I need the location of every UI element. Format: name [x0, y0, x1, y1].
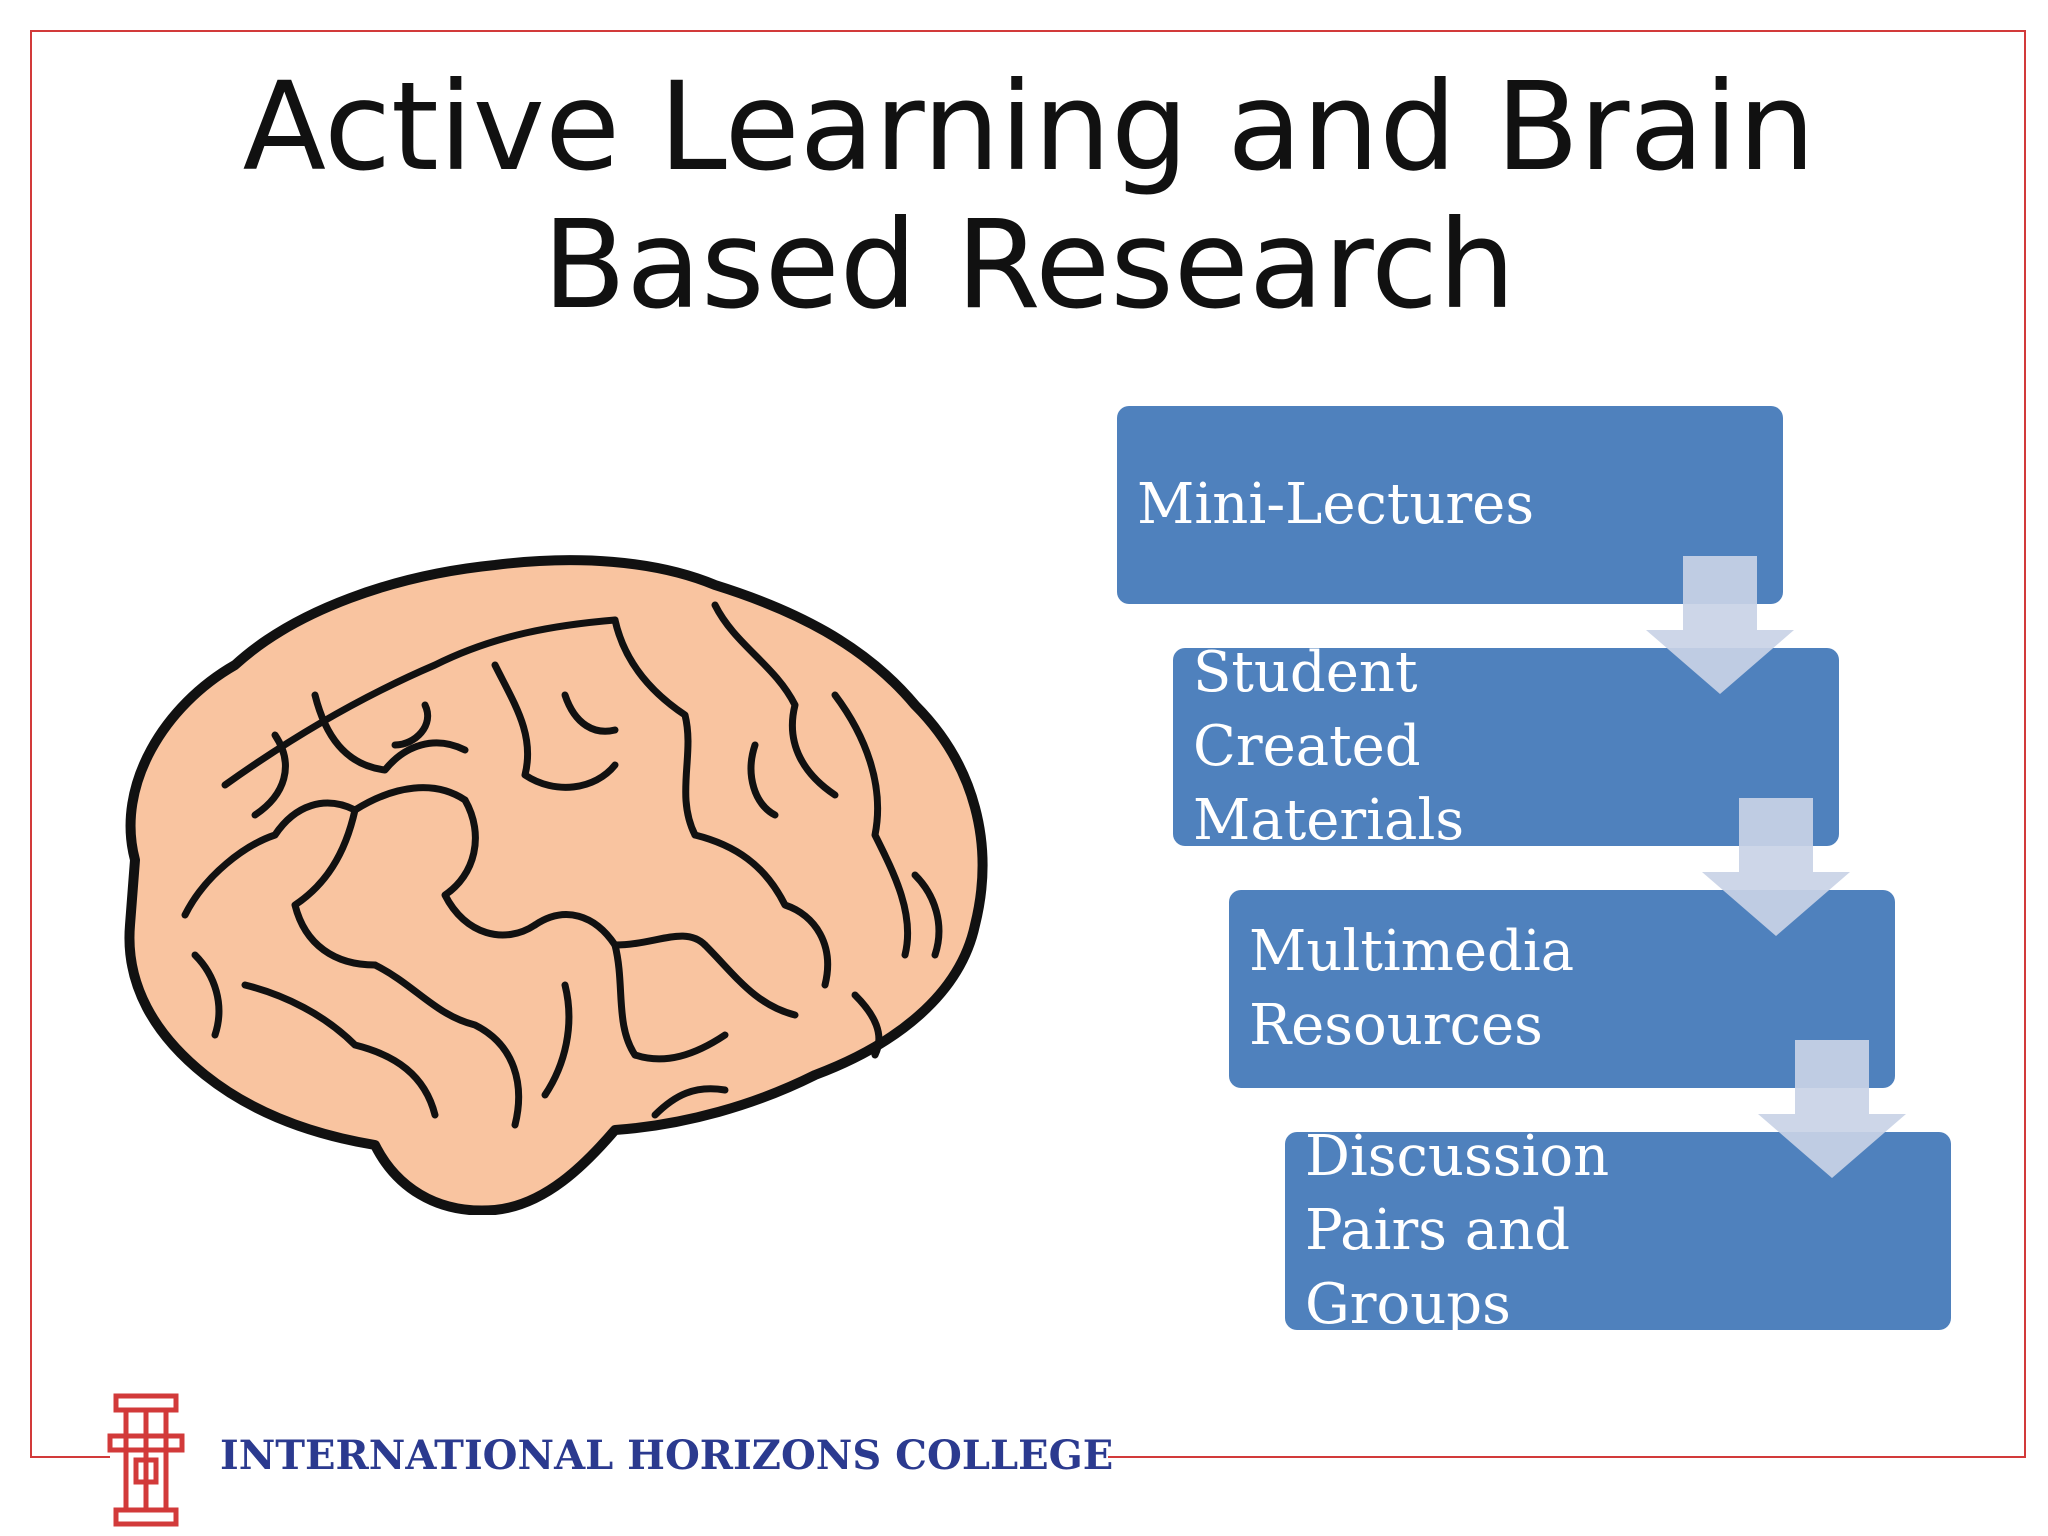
step-label: Discussion Pairs and Groups [1305, 1124, 1610, 1337]
frame-bottom-rule-left [30, 1456, 110, 1458]
step-label: Multimedia Resources [1249, 919, 1575, 1058]
frame-bottom-rule-right [1108, 1456, 2026, 1458]
step-student-created-materials: Student Created Materials [1173, 640, 1839, 853]
slide-frame [30, 30, 2026, 1458]
college-logo-icon [107, 1393, 185, 1527]
step-mini-lectures: Mini-Lectures [1117, 406, 1783, 604]
step-label: Mini-Lectures [1137, 472, 1535, 537]
slide-title: Active Learning and Brain Based Research [242, 56, 1816, 336]
step-multimedia-resources: Multimedia Resources [1229, 890, 1895, 1088]
step-discussion-pairs-and-groups: Discussion Pairs and Groups [1285, 1124, 1951, 1337]
college-name: INTERNATIONAL HORIZONS COLLEGE [220, 1432, 1114, 1479]
step-label: Student Created Materials [1193, 640, 1465, 853]
brain-icon [124, 555, 988, 1215]
